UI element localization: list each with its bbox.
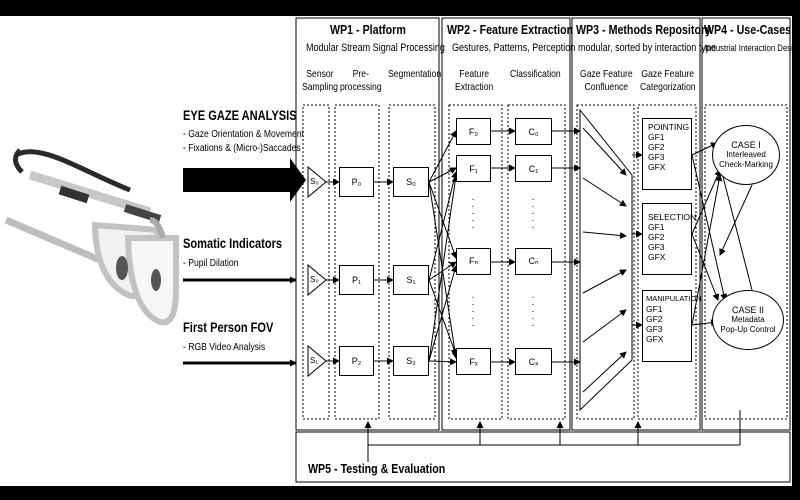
feature-box: Fₓ [456, 348, 491, 375]
category-item: GFX [646, 334, 664, 344]
wp4-subtitle: Industrial Interaction Design [705, 43, 800, 54]
input-line-rgb: - RGB Video Analysis [183, 341, 266, 353]
input-line-gaze-orientation: - Gaze Orientation & Movement [183, 128, 305, 140]
wp1-title: WP1 - Platform [330, 22, 406, 37]
preprocessing-box: P₂ [339, 346, 374, 376]
sensor-label: S₀ [310, 177, 319, 186]
col-sensor-sampling: Sensor Sampling [302, 68, 338, 93]
input-line-pupil: - Pupil Dilation [183, 257, 239, 269]
ellipsis-dots: ····· [471, 194, 475, 233]
category-item: GF2 [648, 232, 665, 242]
col-feature-extraction: Feature Extraction [455, 68, 494, 93]
category-item: GF2 [646, 314, 663, 324]
ellipsis-dots: ····· [531, 292, 535, 331]
col-gaze-confluence: Gaze Feature Confluence [580, 68, 633, 93]
input-title-somatic: Somatic Indicators [183, 236, 283, 251]
input-title-fov: First Person FOV [183, 320, 274, 335]
preprocessing-box: P₀ [339, 167, 374, 197]
sensor-label: S₀ [310, 275, 319, 284]
use-case-circle-2: CASE II Metadata Pop-Up Control [712, 290, 784, 350]
wp3-subtitle: modular, sorted by interaction type [578, 42, 716, 54]
case-line: Metadata [731, 315, 765, 324]
eye-tracking-glasses-image [4, 148, 179, 326]
ellipsis-dots: ····· [471, 292, 475, 331]
category-box-selection: SELECTION GF1 GF2 GF3 GFX [642, 203, 697, 275]
col-segmentation: Segmentation [388, 68, 442, 80]
ellipsis-dots: ····· [531, 194, 535, 233]
feature-box: F₀ [456, 118, 491, 145]
category-title: POINTING [648, 122, 690, 132]
wp2-subtitle: Gestures, Patterns, Perception [452, 42, 576, 54]
case-name: CASE II [731, 305, 764, 315]
segmentation-box: S₁ [393, 265, 429, 295]
class-box: Cₙ [515, 248, 552, 275]
input-title-eye-gaze: EYE GAZE ANALYSIS [183, 108, 297, 123]
category-item: GF3 [648, 152, 665, 162]
category-title: SELECTION [648, 212, 697, 222]
category-item: GF1 [648, 222, 665, 232]
category-box-pointing: POINTING GF1 GF2 GF3 GFX [642, 118, 692, 190]
case-name: CASE I [731, 140, 761, 150]
case-line: Check-Marking [719, 160, 773, 169]
category-item: GF2 [648, 142, 665, 152]
case-line: Pop-Up Control [720, 325, 776, 334]
class-box: C₀ [515, 118, 552, 145]
category-item: GFX [648, 162, 666, 172]
wp4-title: WP4 - Use-Cases [704, 22, 792, 37]
class-box: C₁ [515, 155, 552, 182]
wp1-subtitle: Modular Stream Signal Processing [306, 42, 445, 54]
col-classification: Classification [510, 68, 561, 80]
wp5-title: WP5 - Testing & Evaluation [308, 461, 446, 476]
feature-box: Fₙ [456, 248, 491, 275]
class-box: Cₓ [515, 348, 552, 375]
col-gaze-categorization: Gaze Feature Categorization [640, 68, 696, 93]
case-line: Interleaved [726, 150, 766, 159]
preprocessing-box: P₁ [339, 265, 374, 295]
feature-box: F₁ [456, 155, 491, 182]
segmentation-box: S₂ [393, 346, 429, 376]
category-item: GF3 [646, 324, 663, 334]
use-case-circle-1: CASE I Interleaved Check-Marking [712, 125, 780, 185]
wp2-title: WP2 - Feature Extraction [447, 22, 574, 37]
wp3-title: WP3 - Methods Repository [576, 22, 712, 37]
col-preprocessing: Pre- processing [340, 68, 382, 93]
segmentation-box: S₀ [393, 167, 429, 197]
sensor-label: S₁ [310, 356, 319, 365]
category-item: GF1 [648, 132, 665, 142]
category-item: GFX [648, 252, 666, 262]
category-item: GF3 [648, 242, 665, 252]
category-item: GF1 [646, 304, 663, 314]
input-line-fixations: - Fixations & (Micro-)Saccades [183, 142, 301, 154]
category-box-manipulation: MANIPULATION GF1 GF2 GF3 GFX [642, 290, 702, 362]
category-title: MANIPULATION [646, 294, 702, 303]
